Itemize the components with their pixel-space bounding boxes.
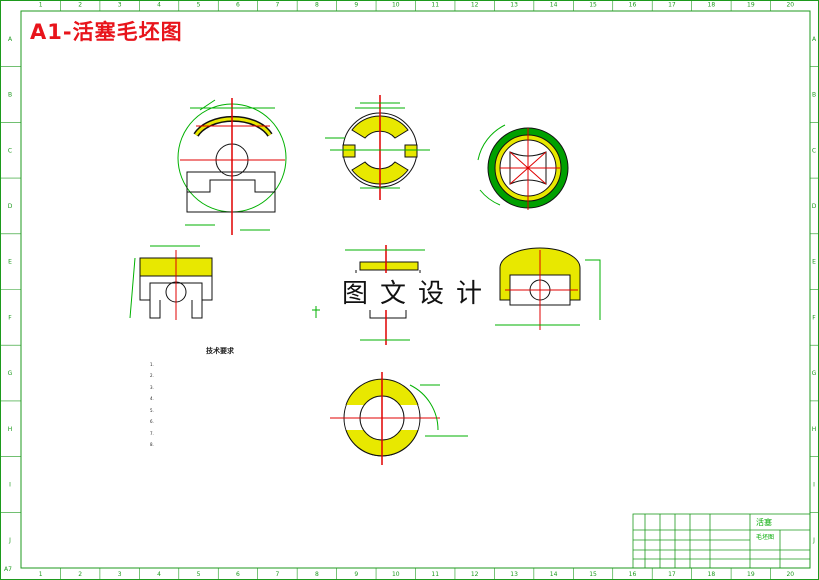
zone-column-label: 15	[589, 2, 597, 9]
zone-column-label: 18	[708, 2, 716, 9]
zone-column-label: 4	[157, 2, 161, 9]
view-bottom-circle	[330, 372, 468, 465]
zone-row-label: D	[812, 203, 817, 210]
zone-row-label: J	[812, 537, 815, 544]
notes-heading: 技术要求	[206, 347, 234, 355]
zone-column-label: 17	[668, 571, 676, 578]
zone-row-label: G	[812, 370, 817, 377]
zone-column-label: 7	[276, 571, 280, 578]
zone-column-label: 20	[786, 571, 794, 578]
note-item: 6.	[150, 419, 154, 424]
zone-column-label: 12	[471, 571, 479, 578]
view-side-left	[129, 245, 213, 320]
zone-row-label: G	[8, 370, 13, 377]
note-item: 7.	[150, 430, 154, 436]
zone-column-label: 9	[354, 571, 358, 578]
zone-column-label: 6	[236, 2, 240, 9]
zone-column-label: 3	[118, 571, 122, 578]
zone-column-label: 9	[354, 2, 358, 9]
zone-row-label: A	[812, 36, 817, 43]
watermark-text: 图文设计	[338, 273, 499, 310]
zone-row-label: C	[812, 147, 816, 154]
zone-column-label: 3	[118, 2, 122, 9]
zone-column-label: 13	[510, 2, 518, 9]
zone-row-label: E	[812, 259, 816, 266]
title-block-subtitle: 毛坯图	[756, 534, 775, 541]
note-item: 1.	[150, 361, 154, 367]
drawing-title: A1-活塞毛坯图	[30, 20, 183, 44]
zone-row-label: H	[812, 426, 817, 433]
zone-column-label: 7	[276, 2, 280, 9]
zone-column-label: 19	[747, 2, 755, 9]
zone-column-label: 1	[39, 2, 43, 9]
corner-mark: A7	[4, 566, 12, 573]
zone-column-label: 16	[629, 2, 637, 9]
zone-column-label: 1	[39, 571, 43, 578]
zone-column-label: 5	[197, 571, 201, 578]
zone-column-label: 10	[392, 571, 400, 578]
note-item: 5.	[150, 407, 154, 413]
zone-column-label: 12	[471, 2, 479, 9]
zone-column-label: 17	[668, 2, 676, 9]
zone-column-label: 19	[747, 571, 755, 578]
view-section-top	[325, 95, 430, 200]
note-item: 2.	[150, 373, 154, 378]
zone-column-label: 2	[78, 2, 82, 9]
zone-column-label: 8	[315, 571, 319, 578]
zone-column-label: 11	[431, 2, 439, 9]
zone-column-label: 10	[392, 2, 400, 9]
notes-list: 1. 2. 3. 4. 5. 6. 7. 8.	[150, 359, 290, 451]
zone-column-label: 15	[589, 571, 597, 578]
zone-row-label: D	[8, 203, 13, 210]
technical-notes: 技术要求 1. 2. 3. 4. 5. 6. 7. 8.	[150, 346, 290, 451]
zone-column-label: 14	[550, 571, 558, 578]
zone-row-label: J	[8, 537, 11, 544]
zone-column-label: 6	[236, 571, 240, 578]
zone-row-label: I	[9, 481, 11, 488]
zone-row-label: C	[8, 147, 12, 154]
zone-column-label: 2	[78, 571, 82, 578]
view-section-right	[495, 247, 601, 330]
zone-row-label: B	[8, 92, 12, 99]
zone-row-label: H	[8, 426, 13, 433]
zone-row-label: B	[812, 92, 816, 99]
zone-column-label: 8	[315, 2, 319, 9]
zone-column-label: 18	[708, 571, 716, 578]
zone-column-label: 5	[197, 2, 201, 9]
zone-column-label: 14	[550, 2, 558, 9]
view-circle-right	[477, 124, 569, 210]
zone-column-label: 20	[786, 2, 794, 9]
zone-row-label: I	[813, 481, 815, 488]
zone-row-label: F	[8, 314, 12, 321]
zone-row-label: F	[812, 314, 816, 321]
note-item: 4.	[150, 396, 154, 401]
zone-column-label: 16	[629, 571, 637, 578]
zone-column-label: 4	[157, 571, 161, 578]
view-front-circle	[177, 98, 287, 235]
zone-row-label: A	[8, 36, 13, 43]
note-item: 3.	[150, 384, 154, 390]
zone-column-label: 11	[431, 571, 439, 578]
zone-row-label: E	[8, 259, 12, 266]
title-block-part-name: 活塞	[756, 518, 772, 527]
note-item: 8.	[150, 442, 154, 447]
zone-column-label: 13	[510, 571, 518, 578]
title-block	[632, 513, 811, 569]
